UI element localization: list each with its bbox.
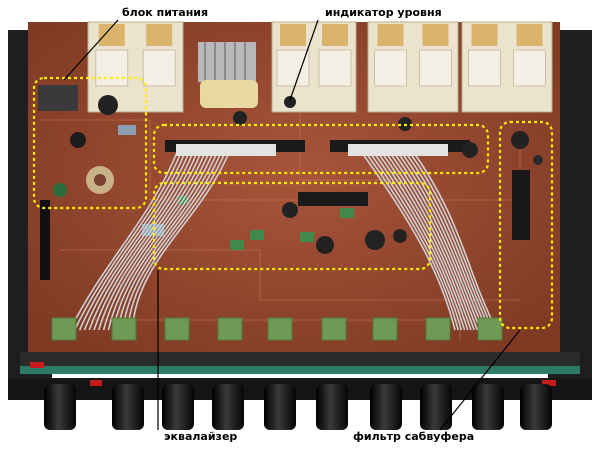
ribbon-wire: [74, 149, 183, 331]
trimmer-pot: [321, 317, 347, 341]
ribbon-wire: [83, 149, 191, 331]
rca-jack: [471, 24, 498, 46]
ribbon-connector: [176, 144, 276, 156]
front-panel: [20, 352, 580, 386]
knob: [44, 384, 76, 430]
knob: [112, 384, 144, 430]
ribbon-wire: [379, 149, 472, 331]
ribbon-wire: [371, 149, 466, 331]
zone-equalizer: [152, 181, 432, 271]
ribbon-wire: [102, 149, 207, 331]
trimmer-row: [51, 317, 503, 341]
equalizer-components: [142, 192, 407, 254]
ribbon-wire: [363, 149, 459, 331]
knob: [162, 384, 194, 430]
zone-subwoofer-filter: [498, 120, 554, 330]
ribbon-wire: [407, 149, 495, 331]
ribbon-wire: [69, 149, 179, 331]
label-subwoofer-filter: фильтр сабвуфера: [353, 430, 474, 443]
connector-housing: [95, 49, 129, 87]
ribbon-wire: [126, 149, 227, 331]
trimmer-pot: [372, 317, 398, 341]
connector-housing: [468, 49, 501, 87]
ribbon-wire: [391, 149, 482, 331]
ribbon-wire: [411, 149, 498, 331]
knob: [212, 384, 244, 430]
heatsink: [198, 42, 258, 108]
ribbon-wire: [122, 149, 223, 331]
connector-housing: [318, 49, 352, 87]
ribbon-wire: [367, 149, 463, 331]
trimmer-pot: [164, 317, 190, 341]
trimmer-pot: [267, 317, 293, 341]
rca-jack: [377, 24, 404, 46]
label-equalizer: эквалайзер: [164, 430, 237, 443]
ribbon-wire: [375, 149, 469, 331]
subwoofer-filter-components: [511, 131, 543, 240]
connector-housing: [419, 49, 452, 87]
connector-housing: [142, 49, 176, 87]
knob: [370, 384, 402, 430]
ribbon-wire: [403, 149, 491, 331]
connector-housing: [276, 49, 310, 87]
front-knobs: [44, 384, 552, 430]
trimmer-pot: [477, 317, 503, 341]
ribbon-wire: [399, 149, 488, 331]
connector-housing: [374, 49, 407, 87]
trimmer-pot: [425, 317, 451, 341]
trimmer-pot: [51, 317, 77, 341]
power-supply-components: [38, 85, 136, 280]
knob: [316, 384, 348, 430]
ribbon-wire: [78, 149, 187, 331]
knob: [264, 384, 296, 430]
ribbon-wire: [131, 149, 231, 331]
knob: [420, 384, 452, 430]
rca-jack: [146, 24, 173, 46]
rca-jack: [422, 24, 449, 46]
connector-housing: [513, 49, 546, 87]
leader-lines: [63, 19, 521, 431]
rca-jack: [98, 24, 125, 46]
ribbon-wire: [383, 149, 475, 331]
zone-level-indicator: [152, 123, 490, 175]
knob: [472, 384, 504, 430]
ribbon-wire: [93, 149, 199, 331]
ribbon-wire: [112, 149, 215, 331]
ribbon-wire: [395, 149, 485, 331]
label-level-indicator: индикатор уровня: [325, 6, 442, 19]
ribbon-cables: [69, 144, 498, 331]
label-power-supply: блок питания: [122, 6, 208, 19]
ribbon-wire: [387, 149, 479, 331]
rca-jack: [322, 24, 348, 46]
rca-jack: [280, 24, 306, 46]
ribbon-connector: [348, 144, 448, 156]
ribbon-wire: [117, 149, 219, 331]
rca-jack: [516, 24, 543, 46]
zone-power-supply: [32, 76, 148, 210]
ribbon-wire: [359, 149, 456, 331]
ribbon-wire: [88, 149, 195, 331]
ribbon-wire: [98, 149, 203, 331]
knob: [520, 384, 552, 430]
trimmer-pot: [111, 317, 137, 341]
trimmer-pot: [217, 317, 243, 341]
rear-connectors: [87, 21, 553, 113]
